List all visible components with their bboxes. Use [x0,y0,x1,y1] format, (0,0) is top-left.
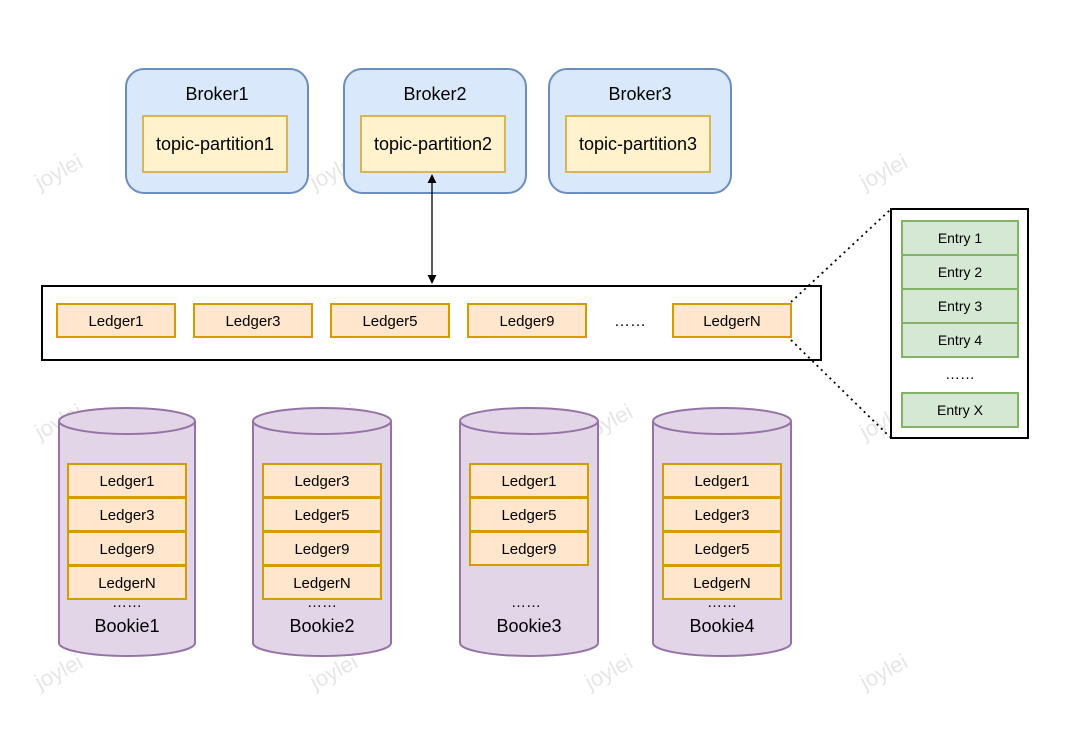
ledger-box [330,303,450,338]
ledger-box [262,565,382,600]
ledger-label: LedgerN [693,575,751,592]
ledger-label: Ledger3 [294,473,349,490]
entry-box [901,322,1019,358]
ledger-label: Ledger9 [99,541,154,558]
ledger-label: Ledger3 [99,507,154,524]
ledger-box [662,531,782,566]
bookie-label: Bookie2 [289,616,354,636]
watermark-text: joylei [855,149,912,195]
ledger-box [467,303,587,338]
entry-box-last [901,392,1019,428]
broker-1: Broker1 topic-partition1 [125,68,309,194]
broker-2: Broker2 topic-partition2 [343,68,527,194]
ledger-box [56,303,176,338]
ledger-label: Ledger5 [294,507,349,524]
entry-label: Entry 3 [938,298,983,314]
ledger-box-last [672,303,792,338]
ledger-label: Ledger5 [362,313,417,330]
ledger-box [193,303,313,338]
bookie-label: Bookie3 [496,616,561,636]
ledger-box [67,531,187,566]
watermark-text: joylei [30,149,87,195]
entry-label: Entry 2 [938,264,983,280]
entry-label: Entry X [937,402,984,418]
zoom-line-bottom [790,339,891,438]
ledger-label: Ledger1 [99,473,154,490]
ledger-box [469,531,589,566]
ledger-ellipsis: …… [614,313,646,330]
bookie-cylinder-top [58,407,196,435]
bookie-ellipsis: …… [307,594,337,611]
ledger-label: Ledger1 [694,473,749,490]
ledger-label: Ledger1 [501,473,556,490]
zoom-line-top [790,209,891,303]
entry-box [901,220,1019,256]
broker-3: Broker3 topic-partition3 [548,68,732,194]
broker-label: Broker3 [608,84,671,104]
ledger-label: Ledger9 [501,541,556,558]
topic-partition-label: topic-partition1 [156,134,274,154]
ledger-label: Ledger3 [694,507,749,524]
watermark-text: joylei [580,649,637,695]
topic-partition-label: topic-partition2 [374,134,492,154]
ledger-label: LedgerN [703,313,761,330]
ledger-label: Ledger9 [294,541,349,558]
entry-label: Entry 1 [938,230,983,246]
bookie-ellipsis: …… [707,594,737,611]
bookie-4: Ledger1 Ledger3 Ledger5 LedgerN …… Booki… [652,407,792,657]
ledger-box [67,497,187,532]
bookie-cylinder-top [652,407,792,435]
ledger-label: Ledger3 [225,313,280,330]
watermark-text: joylei [30,649,87,695]
watermark-text: joylei [855,649,912,695]
bookie-2: Ledger3 Ledger5 Ledger9 LedgerN …… Booki… [252,407,392,657]
bookie-label: Bookie1 [94,616,159,636]
ledger-label: LedgerN [293,575,351,592]
bookie-cylinder-top [252,407,392,435]
ledger-box [262,497,382,532]
bookie-label: Bookie4 [689,616,754,636]
topic-partition-label: topic-partition3 [579,134,697,154]
bookie-cylinder-top [459,407,599,435]
broker-label: Broker2 [403,84,466,104]
ledger-box [469,497,589,532]
ledger-strip: Ledger1 Ledger3 Ledger5 Ledger9 …… Ledge… [41,285,822,361]
bookie-3: Ledger1 Ledger5 Ledger9 …… Bookie3 [459,407,599,657]
topic-partition-box [142,115,288,173]
bookie-ellipsis: …… [112,594,142,611]
entries-ellipsis: …… [945,366,975,383]
entry-box [901,254,1019,290]
ledger-box [67,565,187,600]
entries-panel: Entry 1 Entry 2 Entry 3 Entry 4 …… Entry… [890,208,1029,439]
ledger-label: LedgerN [98,575,156,592]
ledger-label: Ledger1 [88,313,143,330]
topic-partition-box [565,115,711,173]
topic-partition-box [360,115,506,173]
bookie-ellipsis: …… [511,594,541,611]
ledger-box [662,497,782,532]
ledger-label: Ledger5 [694,541,749,558]
ledger-label: Ledger9 [499,313,554,330]
ledger-box [662,565,782,600]
broker-label: Broker1 [185,84,248,104]
entry-label: Entry 4 [938,332,983,348]
ledger-label: Ledger5 [501,507,556,524]
bookie-1: Ledger1 Ledger3 Ledger9 LedgerN …… Booki… [58,407,196,657]
